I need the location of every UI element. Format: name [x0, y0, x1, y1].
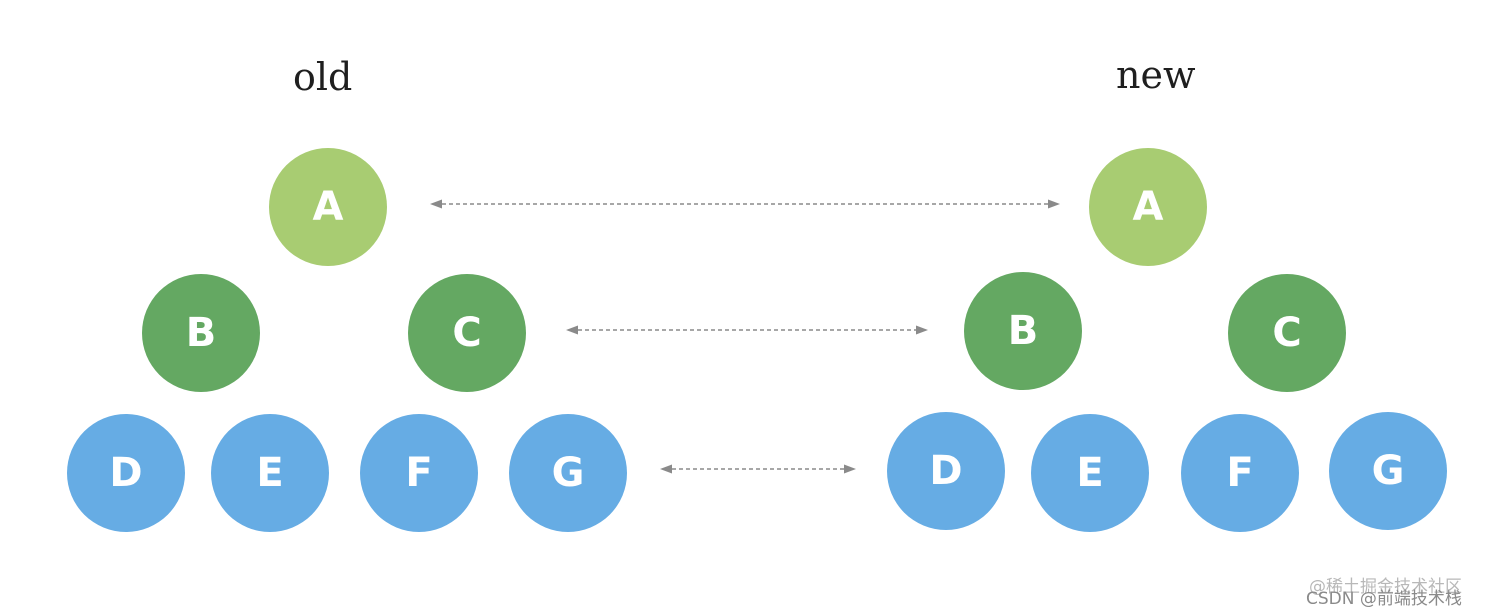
old-tree-title: old — [293, 55, 353, 99]
new-node-level3-first: D — [887, 412, 1005, 530]
new-node-root: A — [1089, 148, 1207, 266]
connector-level-1-arrow — [430, 199, 1060, 209]
old-node-level3-second: E — [211, 414, 329, 532]
juejin-watermark: @稀土掘金技术社区 — [1309, 577, 1462, 597]
new-tree-title: new — [1116, 53, 1196, 97]
old-node-level3-third: F — [360, 414, 478, 532]
new-node-level3-fourth: G — [1329, 412, 1447, 530]
csdn-watermark: CSDN @前端技术栈 — [1306, 589, 1462, 609]
new-node-level3-second: E — [1031, 414, 1149, 532]
new-node-level2-first: B — [964, 272, 1082, 390]
old-node-level2-second: C — [408, 274, 526, 392]
old-node-level3-first: D — [67, 414, 185, 532]
new-node-level3-third: F — [1181, 414, 1299, 532]
old-node-root: A — [269, 148, 387, 266]
new-node-level2-second: C — [1228, 274, 1346, 392]
old-node-level3-fourth: G — [509, 414, 627, 532]
connector-level-2-arrow — [566, 325, 928, 335]
old-node-level2-first: B — [142, 274, 260, 392]
connector-level-3-arrow — [660, 464, 856, 474]
